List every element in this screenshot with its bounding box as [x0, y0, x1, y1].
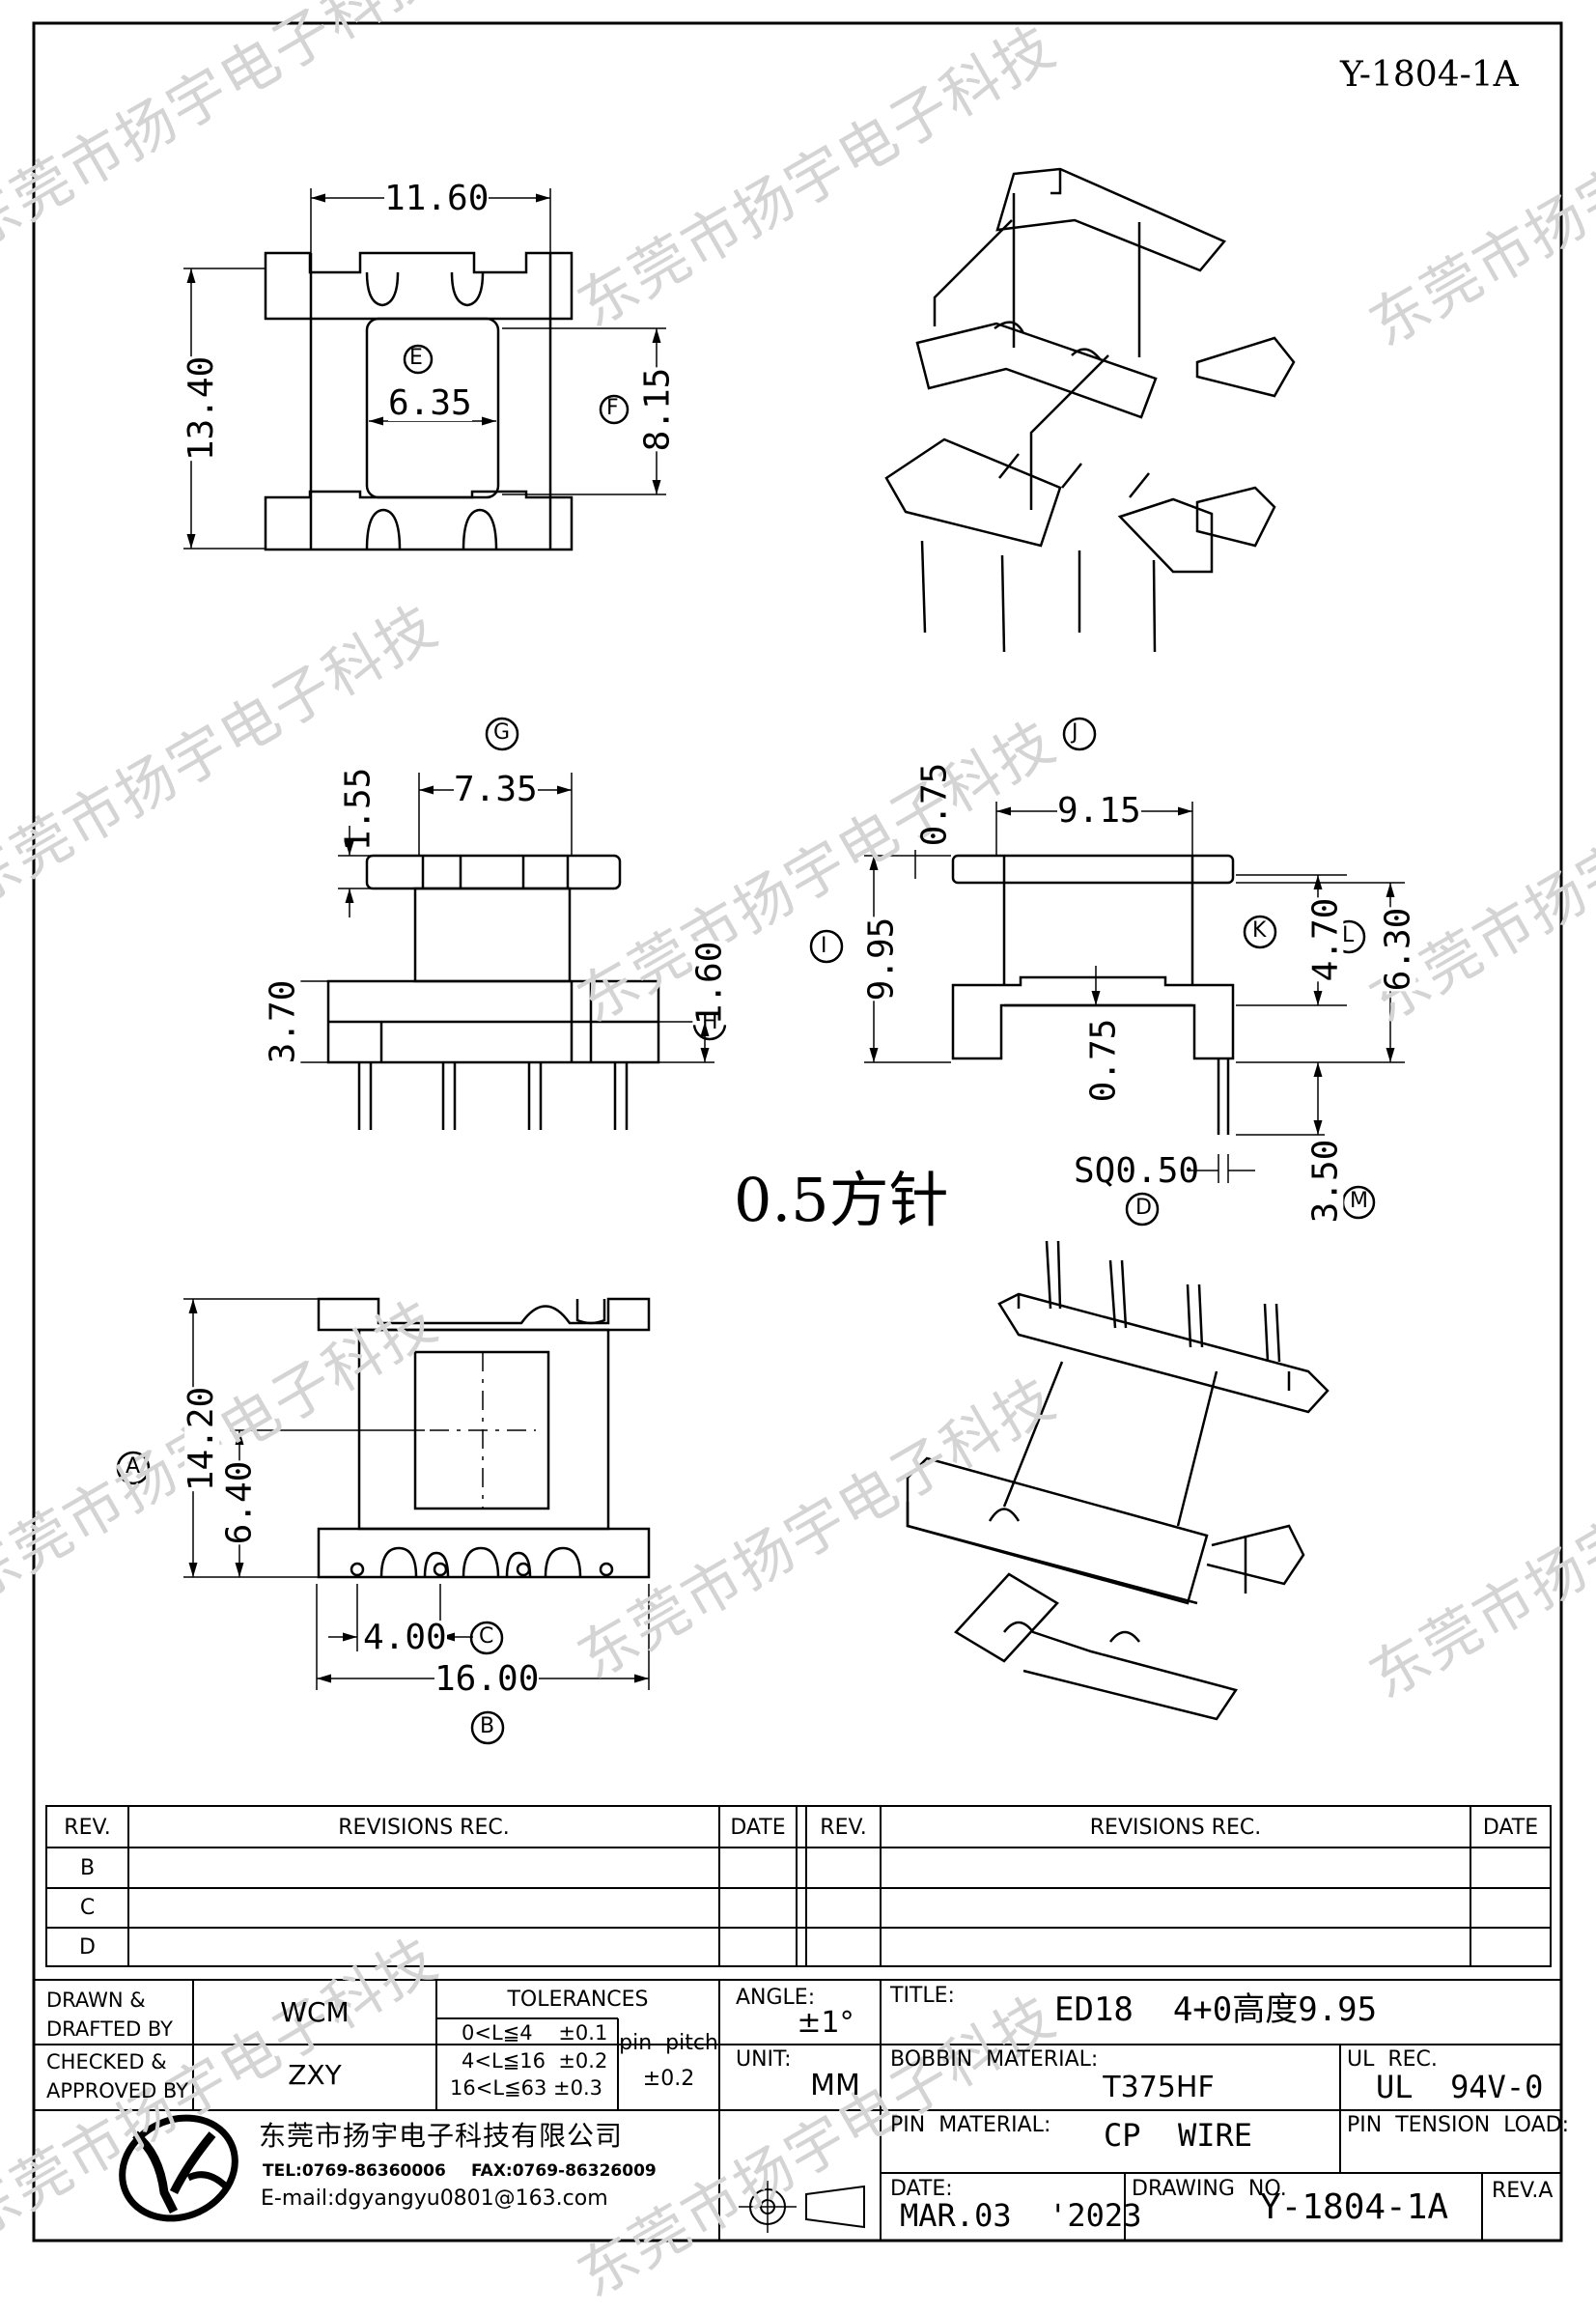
drawing-id-top: Y-1804-1A [1340, 55, 1519, 95]
unit-value: MM [810, 2069, 860, 2102]
rev-row-c: C [79, 1896, 96, 1920]
company-name: 东莞市扬宇电子科技有限公司 [259, 2120, 624, 2152]
front-view [272, 717, 727, 1130]
angle-value: ±1° [797, 2006, 854, 2040]
dim-pin-size: SQ0.50 [1074, 1151, 1200, 1191]
label-k: K [1252, 918, 1267, 943]
company-fax: FAX:0769-86326009 [471, 2161, 657, 2181]
label-i: I [821, 934, 827, 958]
label-h: H [702, 1010, 718, 1034]
drawn-by: WCM [280, 1996, 350, 2028]
dim-side-k: 4.70 [1305, 897, 1346, 982]
dim-front-flange: 1.55 [338, 767, 378, 852]
label-j: J [1072, 720, 1078, 745]
dim-top-height: 13.40 [182, 355, 222, 462]
pin-pitch-tolerance: ±0.2 [642, 2067, 695, 2091]
rev-col-rec-right: REVISIONS REC. [1089, 1816, 1262, 1840]
angle-label: ANGLE: [736, 1986, 816, 2010]
pin-tension-label: PIN TENSION LOAD: [1347, 2113, 1570, 2137]
title-block [34, 1979, 1561, 2241]
drawing-number: Y-1804-1A [1260, 2187, 1449, 2227]
rev-row-d: D [79, 1935, 96, 1960]
label-f: F [606, 396, 619, 420]
iso-view-bottom [906, 1240, 1330, 1721]
rev-col-rev-left: REV. [64, 1816, 111, 1840]
dim-top-inner-height: 8.15 [637, 367, 678, 452]
tolerance-1: 0<L≦4 ±0.1 [462, 2021, 608, 2045]
dim-top-width: 11.60 [384, 179, 490, 218]
tolerance-3: 16<L≦63 ±0.3 [450, 2076, 603, 2100]
label-e: E [409, 346, 423, 370]
company-logo [119, 2114, 238, 2222]
revision-label: REV.A [1492, 2179, 1554, 2203]
checked-by-label: CHECKED & APPROVED BY [46, 2050, 189, 2102]
bottom-view [116, 1297, 651, 1745]
bobbin-material-label: BOBBIN MATERIAL: [890, 2047, 1099, 2072]
label-b: B [480, 1714, 495, 1738]
iso-view-top [884, 167, 1296, 653]
date-label: DATE: [890, 2177, 953, 2201]
label-l: L [1342, 923, 1355, 947]
company-tel: TEL:0769-86360006 [263, 2161, 446, 2181]
ul-rec-label: UL REC. [1347, 2047, 1438, 2072]
dim-side-l: 6.30 [1378, 907, 1418, 992]
rev-col-date-left: DATE [730, 1816, 786, 1840]
dim-front-width: 7.35 [454, 770, 538, 809]
pin-note: 0.5方针 [734, 1165, 949, 1235]
label-d: D [1135, 1196, 1152, 1220]
unit-label: UNIT: [736, 2047, 792, 2072]
tolerance-2: 4<L≦16 ±0.2 [462, 2049, 608, 2073]
drawing-sheet [32, 21, 1563, 2242]
rev-col-date-right: DATE [1482, 1816, 1539, 1840]
title-label: TITLE: [890, 1984, 955, 2008]
drawing-no-label: DRAWING NO. [1132, 2177, 1287, 2201]
dim-bottom-width: 16.00 [434, 1659, 540, 1699]
dim-side-bottom-thickness: 0.75 [1083, 1018, 1124, 1103]
dim-bottom-height: 14.20 [182, 1386, 222, 1492]
label-m: M [1350, 1189, 1368, 1213]
dim-bottom-half: 6.40 [219, 1460, 260, 1545]
label-c: C [479, 1624, 494, 1649]
drawing-title: ED18 4+0高度9.95 [1054, 1990, 1378, 2029]
drawn-by-label: DRAWN & DRAFTED BY [46, 1989, 174, 2041]
pin-pitch-label: pin pitch [619, 2031, 718, 2055]
company-email: E-mail:dgyangyu0801@163.com [261, 2186, 608, 2211]
revision-table [45, 1805, 1552, 1967]
dim-front-base: 3.70 [263, 979, 303, 1064]
dim-top-inner-width: 6.35 [388, 383, 472, 423]
drawing-date: MAR.03 '2023 [900, 2197, 1142, 2234]
dim-pin-length: 3.50 [1305, 1139, 1346, 1224]
dim-side-total: 9.95 [861, 917, 902, 1001]
label-a: A [126, 1454, 141, 1479]
ul-rating: UL 94V-0 [1376, 2069, 1544, 2105]
label-g: G [493, 720, 511, 745]
side-view [809, 717, 1405, 1227]
pin-material: CP WIRE [1103, 2117, 1253, 2154]
rev-col-rev-right: REV. [820, 1816, 867, 1840]
dim-side-width: 9.15 [1057, 791, 1141, 831]
sheet-border [32, 21, 1563, 2242]
rev-col-rec-left: REVISIONS REC. [338, 1816, 510, 1840]
bobbin-material: T375HF [1103, 2071, 1215, 2104]
tolerances-title: TOLERANCES [507, 1988, 649, 2012]
dim-pin-pitch: 4.00 [363, 1618, 447, 1657]
dim-side-top-thickness: 0.75 [914, 762, 955, 847]
top-view [183, 188, 666, 551]
pin-material-label: PIN MATERIAL: [890, 2113, 1051, 2137]
checked-by: ZXY [288, 2059, 342, 2091]
rev-row-b: B [79, 1856, 96, 1880]
